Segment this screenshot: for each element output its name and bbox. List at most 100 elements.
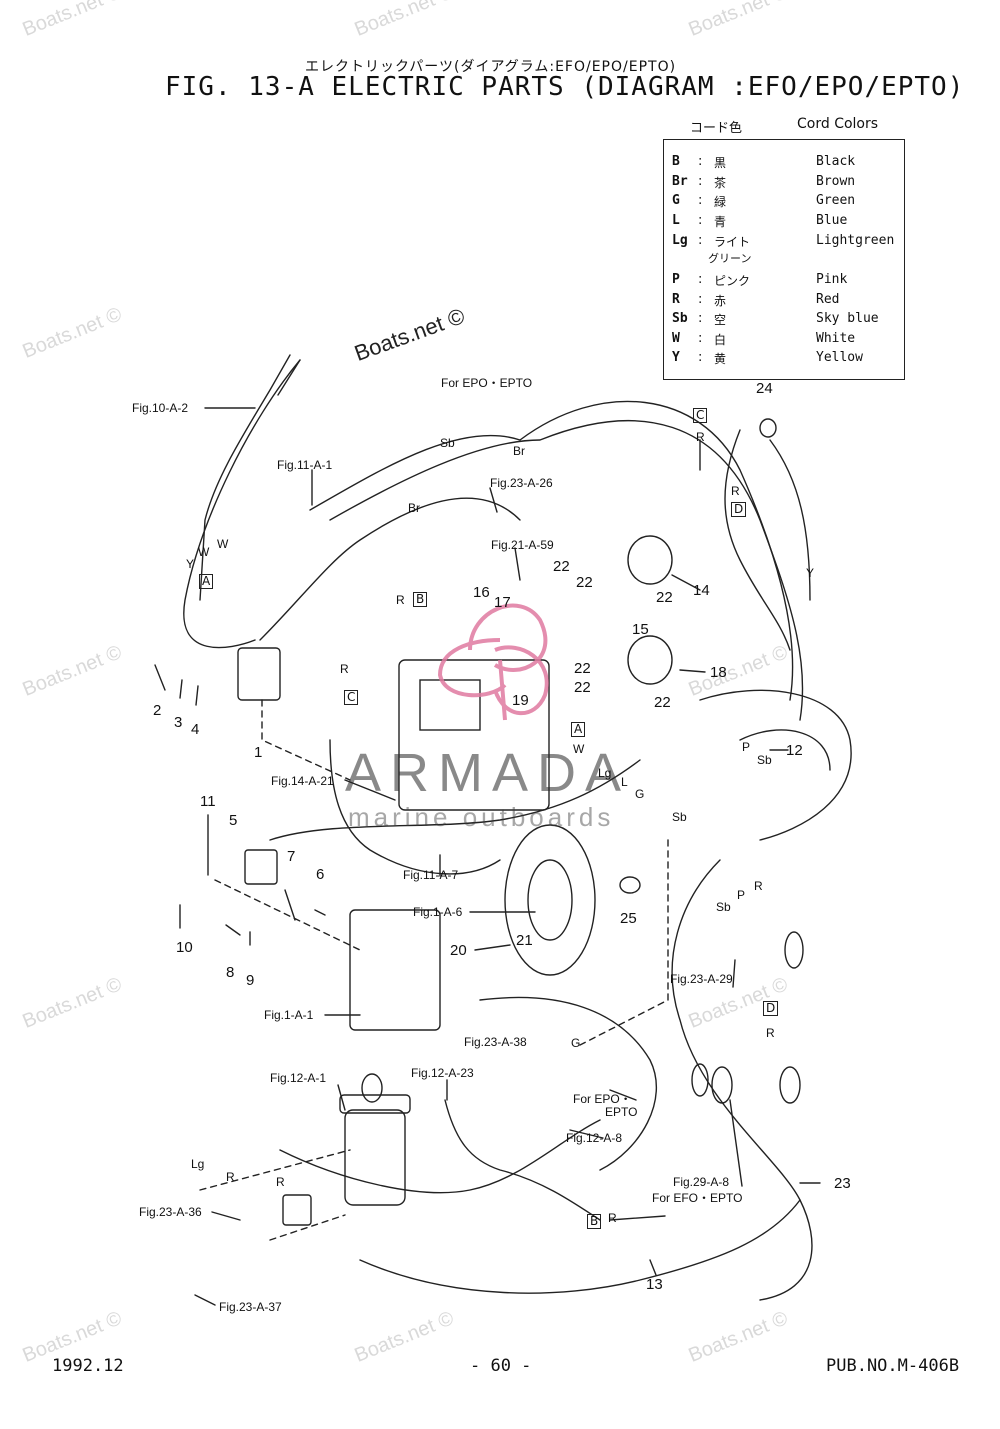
cord-colors-heading: Cord Colors [797, 116, 879, 132]
legend-code: G [672, 193, 680, 208]
legend-color-name: Blue [816, 213, 848, 228]
wire-tag-y: Y [186, 557, 195, 571]
legend-color-name: Black [816, 154, 856, 169]
lead-fig10a2 [199, 354, 291, 601]
legend-row-black: B: 黒 Black [672, 154, 856, 170]
wire-tag-r: R [340, 662, 349, 676]
connector-letter-c: C [693, 408, 708, 423]
wire-tag-r: R [766, 1026, 775, 1040]
wire-tag-w: W [217, 537, 229, 551]
connector-letter-b: B [587, 1214, 602, 1229]
part-number-22: 22 [576, 574, 593, 591]
part-number-20: 20 [450, 942, 467, 959]
part-number-22: 22 [654, 694, 671, 711]
legend-jp: 茶 [714, 176, 727, 190]
part-number-21: 21 [516, 932, 533, 949]
part-number-4: 4 [191, 721, 200, 738]
wire-y [769, 439, 811, 601]
wire-tag-sb: Sb [716, 900, 731, 914]
label-fig11a7: Fig.11-A-7 [403, 868, 459, 882]
part-number-16: 16 [473, 584, 490, 601]
connector-letter-b: B [413, 592, 428, 607]
legend-code: Lg [672, 233, 688, 248]
wire-tag-r: R [754, 879, 763, 893]
wire-tag-g: G [571, 1036, 581, 1050]
harness-lower-mid [479, 996, 658, 1171]
part-number-8: 8 [226, 964, 235, 981]
footer-date: 1992.12 [52, 1356, 124, 1376]
legend-row-red: R: 赤 Red [672, 292, 840, 308]
wire-tag-br: Br [513, 444, 525, 458]
wire-tag-y: Y [806, 566, 815, 580]
legend-color-name: Red [816, 292, 840, 307]
label-fig23a38: Fig.23-A-38 [464, 1035, 527, 1049]
label-fig11a1: Fig.11-A-1 [277, 458, 333, 472]
label-fig23a26: Fig.23-A-26 [490, 476, 553, 490]
harness-top [309, 400, 794, 701]
legend-code: B [672, 154, 680, 169]
part-number-18: 18 [710, 664, 727, 681]
harness-left-down [329, 739, 501, 875]
label-fig12a8: Fig.12-A-8 [566, 1131, 623, 1145]
part-number-19: 19 [512, 692, 529, 709]
harness-bottom-loop [279, 1119, 601, 1194]
part-number-5: 5 [229, 812, 238, 829]
footer-page-number: - 60 - [470, 1356, 532, 1376]
armada-logo [437, 603, 549, 721]
part-number-10: 10 [176, 939, 193, 956]
harness-main-loop [269, 759, 641, 841]
cord-colors-heading-japanese: コード色 [690, 121, 743, 136]
legend-row-lightgreen: Lg: ライト グリーン Lightgreen [672, 233, 895, 265]
label-fig21a59: Fig.21-A-59 [491, 538, 554, 552]
legend-jp: 黄 [714, 352, 727, 366]
connector-letter-a: A [199, 574, 214, 589]
part-number-2: 2 [153, 702, 162, 719]
label-fig12a1: Fig.12-A-1 [270, 1071, 327, 1085]
wire-tag-w: W [198, 545, 210, 559]
legend-color-name: Yellow [816, 350, 863, 365]
wire-tag-p: P [742, 740, 751, 754]
wire-tag-l: L [621, 775, 628, 789]
wire-tag-br: Br [408, 501, 420, 515]
label-for-epo-epto-top: For EPO・EPTO [441, 376, 533, 390]
harness-left-loop [259, 497, 521, 641]
part-number-9: 9 [246, 972, 255, 989]
legend-code: R [672, 292, 680, 307]
part-number-13: 13 [646, 1276, 663, 1293]
wire-tag-w: W [573, 742, 585, 756]
legend-row-white: W: 白 White [672, 331, 856, 347]
wire-tag-r: R [396, 593, 405, 607]
connector-letter-a: A [571, 722, 586, 737]
part-number-11: 11 [200, 793, 216, 810]
legend-code: P [672, 272, 680, 287]
legend-jp: 白 [714, 333, 727, 347]
harness-b-lead [609, 1215, 666, 1221]
armada-watermark: ARMADA [345, 743, 631, 803]
part-number-23: 23 [834, 1175, 851, 1192]
legend-row-sky-blue: Sb: 空 Sky blue [672, 311, 879, 327]
harness-top-2 [329, 420, 804, 721]
legend-color-name: White [816, 331, 856, 346]
wire-24 [724, 429, 791, 651]
part-number-17: 17 [494, 594, 511, 611]
label-fig14a21: Fig.14-A-21 [271, 774, 334, 788]
legend-color-name: Green [816, 193, 856, 208]
harness-right-12 [699, 689, 852, 841]
harness-23 [671, 859, 813, 1301]
part-number-22: 22 [574, 660, 591, 677]
part-number-12: 12 [786, 742, 803, 759]
label-fig29a8: Fig.29-A-8 [673, 1175, 730, 1189]
legend-color-name: Pink [816, 272, 848, 287]
wire-tag-sb: Sb [757, 753, 772, 767]
legend-color-name: Lightgreen [816, 233, 895, 248]
part-number-15: 15 [632, 621, 649, 638]
part-number-24: 24 [756, 380, 773, 397]
legend-jp: 黒 [714, 156, 727, 170]
label-fig23a36: Fig.23-A-36 [139, 1205, 202, 1219]
legend-color-name: Brown [816, 174, 856, 189]
page-title: FIG. 13-A ELECTRIC PARTS (DIAGRAM :EFO/E… [165, 72, 965, 102]
label-fig1a6: Fig.1-A-6 [413, 905, 463, 919]
connector-letter-d: D [731, 502, 747, 517]
connector-letter-d: D [763, 1001, 779, 1016]
